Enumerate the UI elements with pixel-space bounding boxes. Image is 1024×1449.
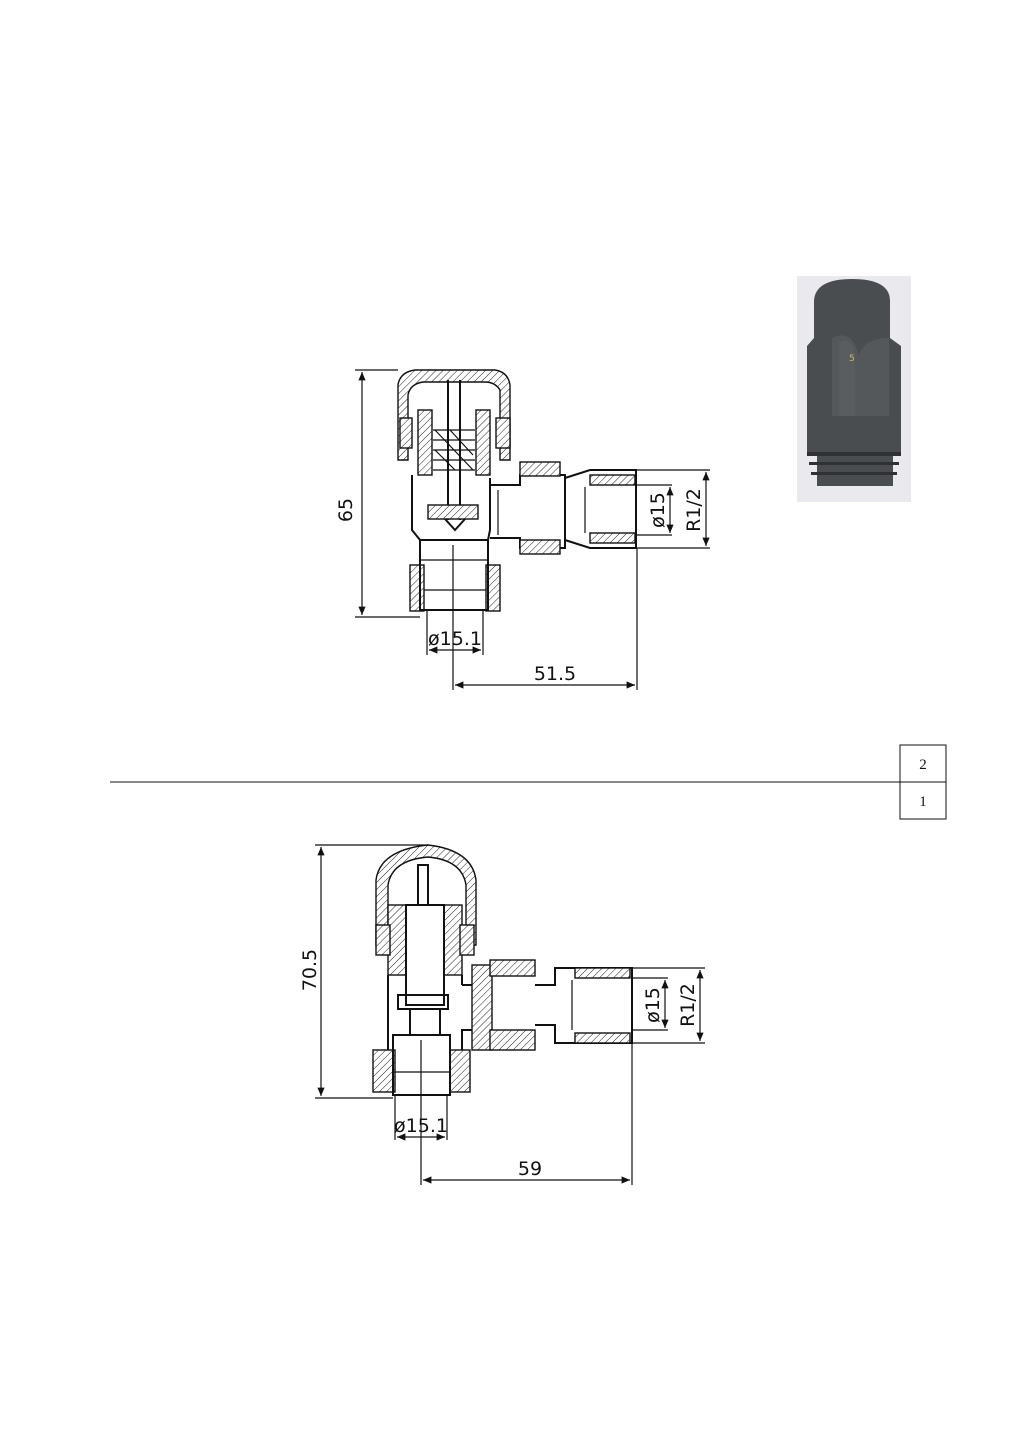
valve-drawing-bottom: 70.5 ø15 R1/2 ø15.1 59 <box>299 844 705 1185</box>
dimension-lines-bottom <box>315 844 705 1185</box>
svg-text:5: 5 <box>849 354 855 364</box>
dim-inlet-diameter-label: ø15.1 <box>394 1115 448 1137</box>
index-cell-2: 2 <box>919 757 927 773</box>
dim-height-label: 70.5 <box>299 949 321 991</box>
dim-thread-label: R1/2 <box>683 488 705 532</box>
dim-outlet-diameter-label: ø15 <box>642 987 664 1023</box>
index-table: 2 1 <box>899 744 947 820</box>
dim-thread-label: R1/2 <box>677 983 699 1027</box>
dim-outlet-diameter-label: ø15 <box>647 492 669 528</box>
dim-inlet-diameter-label: ø15.1 <box>428 628 482 650</box>
valve-drawing-top: 65 ø15 R1/2 ø15.1 51.5 <box>335 369 710 690</box>
thermostatic-head-photo: 5 <box>797 276 911 502</box>
dim-height-label: 65 <box>335 498 357 522</box>
dim-length-label: 51.5 <box>534 663 576 685</box>
dim-length-label: 59 <box>518 1158 542 1180</box>
dimension-lines-top <box>355 369 710 690</box>
thermostatic-head-image: 5 <box>807 279 901 486</box>
index-cell-1: 1 <box>919 794 927 810</box>
